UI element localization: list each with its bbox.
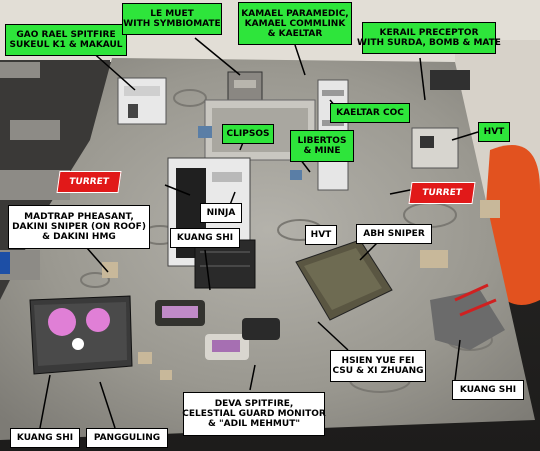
callout-line: KAELTAR COC xyxy=(336,108,404,118)
callout-ninja: NINJA xyxy=(200,203,242,223)
callout-line: DEVA SPITFIRE, xyxy=(214,399,294,409)
callout-abh-sniper: ABH SNIPER xyxy=(356,224,432,244)
callout-line: ABH SNIPER xyxy=(363,229,425,239)
container-pad xyxy=(295,239,393,321)
callout-line: NINJA xyxy=(206,208,236,218)
callout-line: KUANG SHI xyxy=(176,233,234,243)
callout-line: & MINE xyxy=(303,146,341,156)
callout-leaders xyxy=(39,37,479,429)
callout-libertos: LIBERTOS& MINE xyxy=(290,130,354,162)
mech-right xyxy=(430,283,505,350)
callout-line: WITH SURDA, BOMB & MATE xyxy=(357,38,501,48)
callout-line: CSU & XI ZHUANG xyxy=(332,366,424,376)
callout-clipsos: CLIPSOS xyxy=(222,124,274,144)
vehicle-mid xyxy=(242,318,280,340)
callout-turret-right: TURRET xyxy=(408,182,476,204)
callout-kamael: KAMAEL PARAMEDIC,KAMAEL COMMLINK& KAELTA… xyxy=(238,2,352,45)
callout-madtrap: MADTRAP PHEASANT,DAKINI SNIPER (ON ROOF)… xyxy=(8,205,150,249)
crate-cluster-top xyxy=(198,126,302,180)
callout-line: TURRET xyxy=(421,188,463,198)
callout-hvt-center: HVT xyxy=(305,225,337,245)
callout-line: LIBERTOS xyxy=(297,136,347,146)
callout-kuang-shi-right: KUANG SHI xyxy=(452,380,524,400)
barrels xyxy=(102,200,500,380)
building-lower-center xyxy=(194,239,256,289)
callout-line: KERAIL PRECEPTOR xyxy=(379,28,479,38)
callout-hvt-right: HVT xyxy=(478,122,510,142)
callout-pangguling: PANGGULING xyxy=(86,428,168,448)
building-top-left xyxy=(117,77,167,125)
callout-line: HSIEN YUE FEI xyxy=(341,356,415,366)
callout-kuang-shi-left: KUANG SHI xyxy=(10,428,80,448)
callout-line: LE MUET xyxy=(150,9,194,19)
callout-deva-spitfire: DEVA SPITFIRE,CELESTIAL GUARD MONITOR& "… xyxy=(182,392,326,436)
callout-line: GAO RAEL SPITFIRE xyxy=(16,30,116,40)
callout-line: SUKEUL K1 & MAKAUL xyxy=(9,40,123,50)
callout-line: PANGGULING xyxy=(93,433,161,443)
callout-kaeltar-coc: KAELTAR COC xyxy=(330,103,410,123)
callout-line: & "ADIL MEHMUT" xyxy=(207,419,301,429)
callout-line: KAMAEL PARAMEDIC, xyxy=(241,8,349,19)
gaming-mat xyxy=(430,70,470,90)
callout-line: & KAELTAR xyxy=(267,28,323,39)
callout-kuang-shi-center: KUANG SHI xyxy=(170,228,240,248)
callout-line: HVT xyxy=(310,230,332,240)
callout-line: CELESTIAL GUARD MONITOR xyxy=(182,409,326,419)
callout-line: HVT xyxy=(483,127,505,137)
callout-line: KUANG SHI xyxy=(16,433,74,443)
callout-line: DAKINI SNIPER (ON ROOF) xyxy=(12,222,146,232)
vehicle-lower xyxy=(205,334,249,360)
callout-line: CLIPSOS xyxy=(226,129,270,139)
moon-mat xyxy=(0,58,535,440)
callout-turret-left: TURRET xyxy=(56,171,122,193)
blue-can xyxy=(0,252,10,274)
callout-line: & DAKINI HMG xyxy=(42,232,116,242)
building-right xyxy=(411,127,459,169)
cargo-box-left xyxy=(29,295,133,375)
callout-line: WITH SYMBIOMATE xyxy=(123,19,221,29)
callout-line: KUANG SHI xyxy=(459,385,517,395)
callout-line: MADTRAP PHEASANT, xyxy=(24,212,134,222)
vehicle-center xyxy=(155,300,205,326)
callout-line: KAMAEL COMMLINK xyxy=(244,18,346,29)
callout-line: TURRET xyxy=(68,177,110,187)
